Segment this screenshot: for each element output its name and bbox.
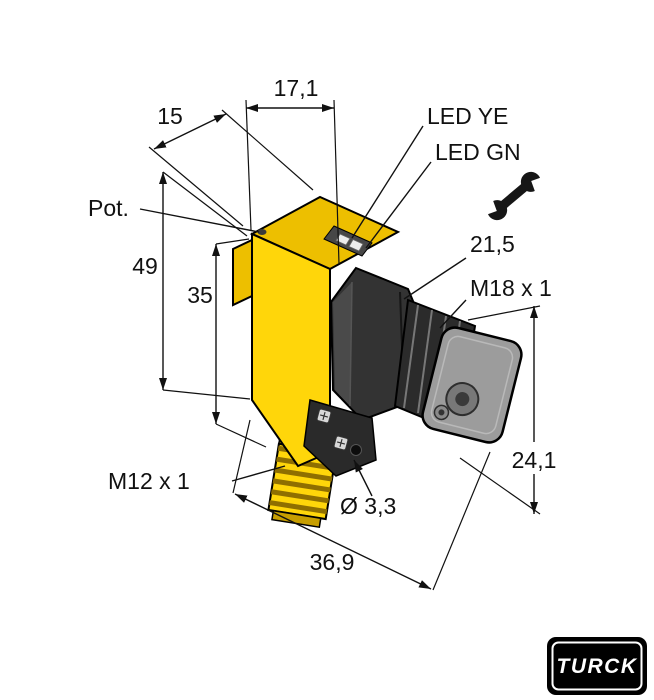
dim-label-top-width: 17,1 [274,75,319,101]
mounting-hole [350,444,362,456]
dim-label-head-height: 24,1 [512,447,557,473]
callout-potentiometer: Pot. [88,195,260,233]
dimension-top-width: 17,1 [245,75,340,265]
m12-label: M12 x 1 [108,468,190,494]
pot-label: Pot. [88,195,129,221]
dimension-top-depth: 15 [148,103,314,227]
led-yellow-indicator [335,233,351,246]
dimension-total-height: 49 [132,171,251,400]
dim-label-total-depth: 36,9 [310,549,355,575]
potentiometer-screw [257,229,267,235]
dimension-total-depth: 36,9 [232,419,491,591]
dimension-body-height: 35 [187,238,267,448]
led-gn-label: LED GN [435,139,521,165]
dimension-head-height: 24,1 [459,305,557,515]
dim-label-total-height: 49 [132,253,158,279]
dim-label-top-depth: 15 [157,103,183,129]
led-ye-label: LED YE [427,103,508,129]
sensing-face [421,326,523,444]
led-window [323,225,373,257]
m18-label: M18 x 1 [470,275,552,301]
callout-led-yellow: LED YE [351,103,508,239]
callout-connector-thread: M12 x 1 [108,465,286,494]
screw-head [333,435,349,451]
dim-label-nut-size: 21,5 [470,231,515,257]
callout-led-green: LED GN [365,139,521,249]
wrench-icon [480,171,548,221]
housing-step [232,238,253,307]
brand-logo-text: TURCK [557,655,638,678]
brand-logo: TURCK [547,637,647,695]
hole-dia-label: Ø 3,3 [340,493,396,519]
callout-barrel-thread: M18 x 1 [439,275,552,329]
dim-label-body-height: 35 [187,282,213,308]
led-green-indicator [348,238,364,252]
screw-head [316,408,332,424]
callout-nut-size: 21,5 [403,231,515,300]
